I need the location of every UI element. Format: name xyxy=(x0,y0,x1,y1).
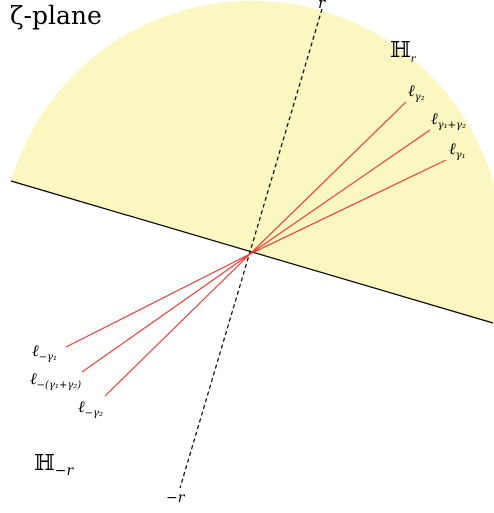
ray-minus-gamma1 xyxy=(65,253,251,348)
dashed-axis xyxy=(179,8,323,489)
ray-label-minus-gamma1: ℓ−γ₁ xyxy=(32,341,57,363)
upper-half-plane-label: ℍr xyxy=(390,38,417,65)
ray-label-minus-gamma1-plus-gamma2: ℓ−(γ₁+γ₂) xyxy=(30,369,81,391)
ray-minus-gamma2 xyxy=(104,253,251,397)
ray-label-gamma2: ℓγ₂ xyxy=(408,81,425,103)
ray-gamma2 xyxy=(249,101,407,255)
lower-half-plane-label: ℍ−r xyxy=(34,451,75,479)
ray-label-minus-gamma2: ℓ−γ₂ xyxy=(78,397,103,419)
ray-gamma1 xyxy=(249,159,447,255)
axis-bottom-label: −r xyxy=(166,490,186,506)
plane-title: ζ-plane xyxy=(10,1,102,30)
ray-label-gamma1-plus-gamma2: ℓγ₁+γ₂ xyxy=(431,109,466,131)
axis-top-label: r xyxy=(318,0,326,12)
upper-half-plane-region xyxy=(11,0,494,323)
ray-minus-gamma1-plus-gamma2 xyxy=(81,253,251,373)
ray-gamma1-plus-gamma2 xyxy=(249,129,431,255)
ray-label-gamma1: ℓγ₁ xyxy=(449,139,466,161)
